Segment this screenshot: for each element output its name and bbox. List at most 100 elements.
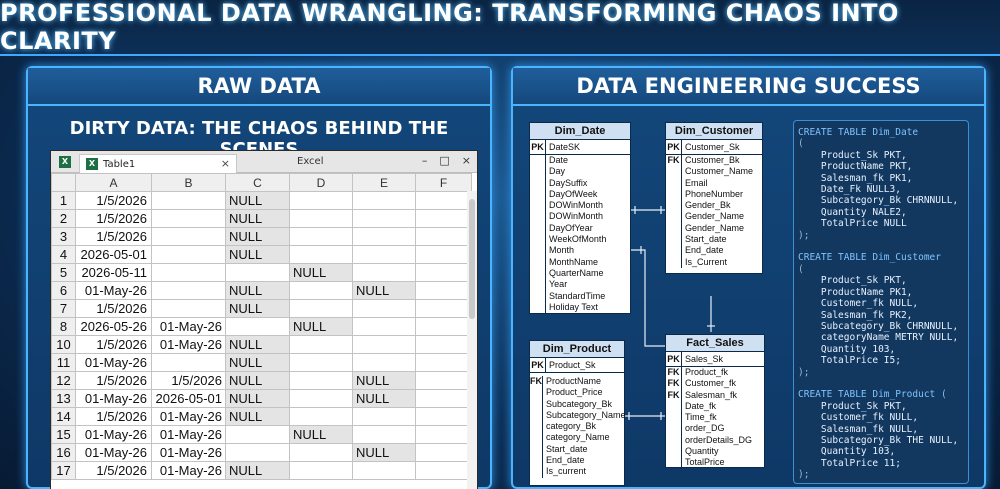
row-header[interactable]: 5: [51, 263, 76, 282]
cell-b[interactable]: [151, 281, 226, 300]
cell-f[interactable]: [415, 443, 472, 462]
cell-e[interactable]: [352, 335, 416, 354]
row-header[interactable]: 16: [51, 443, 76, 462]
close-icon[interactable]: ×: [461, 154, 471, 167]
cell-d[interactable]: [289, 227, 353, 246]
cell-a[interactable]: 1/5/2026: [75, 209, 152, 228]
cell-b[interactable]: [151, 227, 226, 246]
cell-d[interactable]: NULL: [289, 263, 353, 282]
cell-a[interactable]: 1/5/2026: [75, 335, 152, 354]
cell-a[interactable]: 01-May-26: [75, 281, 152, 300]
row-header[interactable]: 1: [51, 191, 76, 210]
cell-b[interactable]: 01-May-26: [151, 443, 226, 462]
cell-f[interactable]: [415, 461, 472, 480]
row-header[interactable]: 10: [51, 335, 76, 354]
cell-e[interactable]: [352, 299, 416, 318]
row-header[interactable]: 4: [51, 245, 76, 264]
cell-c[interactable]: NULL: [225, 335, 290, 354]
cell-a[interactable]: 01-May-26: [75, 353, 152, 372]
cell-d[interactable]: [289, 299, 353, 318]
cell-c[interactable]: NULL: [225, 191, 290, 210]
fact-sales-entity[interactable]: Fact_Sales PK Sales_Sk FK FK FK Product_…: [665, 334, 765, 469]
vertical-scrollbar[interactable]: [467, 191, 477, 489]
cell-a[interactable]: 1/5/2026: [75, 407, 152, 426]
cell-e[interactable]: [352, 317, 416, 336]
cell-d[interactable]: [289, 407, 353, 426]
cell-d[interactable]: [289, 245, 353, 264]
cell-f[interactable]: [415, 389, 472, 408]
column-header-d[interactable]: D: [289, 173, 353, 192]
cell-a[interactable]: 2026-05-11: [75, 263, 152, 282]
cell-c[interactable]: NULL: [225, 209, 290, 228]
cell-b[interactable]: 01-May-26: [151, 461, 226, 480]
cell-f[interactable]: [415, 371, 472, 390]
cell-c[interactable]: NULL: [225, 371, 290, 390]
cell-c[interactable]: [225, 317, 290, 336]
dim-date-entity[interactable]: Dim_Date PK DateSK Date Day DaySuffix Da…: [529, 122, 631, 314]
cell-b[interactable]: 01-May-26: [151, 425, 226, 444]
cell-d[interactable]: [289, 281, 353, 300]
minimize-icon[interactable]: –: [421, 154, 428, 167]
cell-f[interactable]: [415, 407, 472, 426]
cell-c[interactable]: [225, 263, 290, 282]
cell-b[interactable]: 1/5/2026: [151, 371, 226, 390]
select-all-corner[interactable]: [51, 173, 76, 192]
cell-a[interactable]: 01-May-26: [75, 389, 152, 408]
cell-e[interactable]: [352, 425, 416, 444]
cell-e[interactable]: [352, 461, 416, 480]
cell-e[interactable]: [352, 227, 416, 246]
cell-a[interactable]: 1/5/2026: [75, 191, 152, 210]
cell-b[interactable]: 01-May-26: [151, 317, 226, 336]
cell-e[interactable]: [352, 209, 416, 228]
cell-e[interactable]: NULL: [352, 281, 416, 300]
cell-b[interactable]: [151, 353, 226, 372]
column-header-f[interactable]: F: [415, 173, 472, 192]
cell-d[interactable]: [289, 389, 353, 408]
row-header[interactable]: 6: [51, 281, 76, 300]
cell-d[interactable]: NULL: [289, 317, 353, 336]
cell-c[interactable]: NULL: [225, 461, 290, 480]
cell-e[interactable]: [352, 353, 416, 372]
row-header[interactable]: 3: [51, 227, 76, 246]
cell-d[interactable]: [289, 353, 353, 372]
column-header-b[interactable]: B: [151, 173, 226, 192]
cell-e[interactable]: [352, 191, 416, 210]
cell-a[interactable]: 1/5/2026: [75, 227, 152, 246]
row-header[interactable]: 11: [51, 353, 76, 372]
cell-a[interactable]: 2026-05-26: [75, 317, 152, 336]
cell-f[interactable]: [415, 299, 472, 318]
cell-e[interactable]: [352, 245, 416, 264]
row-header[interactable]: 8: [51, 317, 76, 336]
cell-c[interactable]: NULL: [225, 389, 290, 408]
cell-d[interactable]: [289, 335, 353, 354]
dim-product-entity[interactable]: Dim_Product PK Product_Sk FK ProductName…: [529, 340, 626, 486]
cell-e[interactable]: NULL: [352, 389, 416, 408]
row-header[interactable]: 14: [51, 407, 76, 426]
cell-a[interactable]: 01-May-26: [75, 425, 152, 444]
cell-a[interactable]: 1/5/2026: [75, 371, 152, 390]
column-header-c[interactable]: C: [225, 173, 290, 192]
cell-c[interactable]: NULL: [225, 407, 290, 426]
cell-d[interactable]: [289, 461, 353, 480]
cell-f[interactable]: [415, 263, 472, 282]
cell-e[interactable]: [352, 263, 416, 282]
column-header-e[interactable]: E: [352, 173, 416, 192]
tab-close-icon[interactable]: ×: [220, 157, 230, 170]
row-header[interactable]: 15: [51, 425, 76, 444]
row-header[interactable]: 17: [51, 461, 76, 480]
cell-c[interactable]: NULL: [225, 299, 290, 318]
cell-f[interactable]: [415, 227, 472, 246]
cell-f[interactable]: [415, 245, 472, 264]
cell-b[interactable]: [151, 209, 226, 228]
cell-c[interactable]: [225, 443, 290, 462]
cell-d[interactable]: [289, 209, 353, 228]
cell-a[interactable]: 2026-05-01: [75, 245, 152, 264]
cell-b[interactable]: 01-May-26: [151, 407, 226, 426]
cell-d[interactable]: [289, 443, 353, 462]
cell-e[interactable]: NULL: [352, 371, 416, 390]
cell-c[interactable]: NULL: [225, 353, 290, 372]
cell-d[interactable]: NULL: [289, 425, 353, 444]
dim-customer-entity[interactable]: Dim_Customer PK Customer_Sk FK Customer_…: [665, 122, 763, 274]
excel-file-tab[interactable]: X Table1 ×: [79, 154, 237, 173]
cell-a[interactable]: 1/5/2026: [75, 299, 152, 318]
